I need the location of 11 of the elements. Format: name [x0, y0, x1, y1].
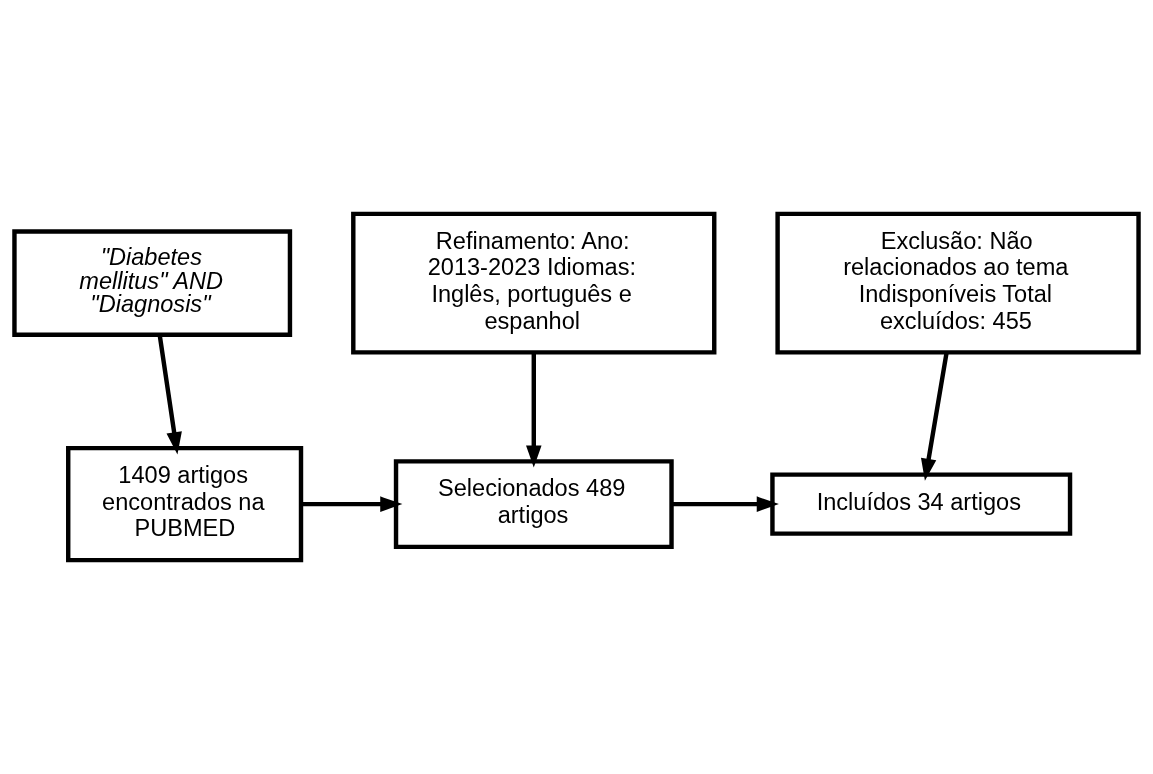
arrow [920, 352, 949, 481]
node-box: Refinamento: Ano: 2013-2023 Idiomas: Inglês, português e espanhol [351, 211, 717, 355]
arrow [301, 496, 403, 512]
arrow [157, 334, 182, 455]
arrow [526, 352, 542, 468]
node-box: Exclusão: Não relacionados ao tema Indisponíveis Total excluídos: 455 [775, 211, 1141, 355]
arrow [671, 496, 779, 512]
node-box: Incluídos 34 artigos [770, 472, 1073, 536]
node-box: 1409 artigos encontrados na PUBMED [66, 445, 304, 563]
node-box: "Diabetes mellitus" AND "Diagnosis" [12, 229, 293, 337]
node-box: Selecionados 489 artigos [393, 459, 674, 550]
